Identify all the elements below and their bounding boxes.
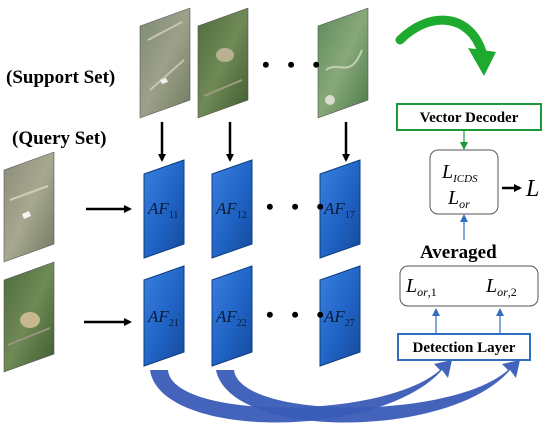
l-or-1-term: Lor,1 — [405, 275, 437, 299]
feature-map-af12: AF12 — [211, 159, 253, 259]
query-image-2 — [3, 261, 55, 373]
l-or-term: Lor — [447, 187, 470, 211]
svg-text:AF17: AF17 — [323, 199, 355, 221]
feature-row1-ellipsis: • • • — [266, 194, 330, 219]
loss-box: LICDS Lor — [429, 149, 499, 215]
feature-map-af21: AF21 — [143, 265, 185, 367]
averaged-label: Averaged — [420, 242, 497, 263]
svg-text:AF22: AF22 — [215, 307, 247, 329]
query-image-1 — [3, 151, 55, 263]
vector-decoder-box: Vector Decoder — [396, 103, 542, 131]
detection-layer-label: Detection Layer — [413, 340, 516, 356]
curve-arrow-2 — [216, 360, 520, 423]
green-curve-arrow — [395, 15, 496, 76]
feature-map-af27: AF27 — [319, 265, 361, 367]
support-set-label: (Support Set) — [6, 67, 115, 88]
feature-map-af22: AF22 — [211, 265, 253, 367]
averaged-box: Lor,1 Lor,2 — [399, 265, 539, 307]
feature-row2-ellipsis: • • • — [266, 302, 330, 327]
feature-map-af17: AF17 — [319, 159, 361, 259]
l-icds-term: LICDS — [441, 161, 478, 185]
svg-text:AF11: AF11 — [147, 199, 178, 221]
support-image-3 — [317, 7, 369, 119]
support-ellipsis: • • • — [262, 52, 326, 77]
final-loss-l: L — [525, 176, 539, 202]
support-image-1 — [139, 7, 191, 119]
svg-text:AF21: AF21 — [147, 307, 179, 329]
svg-text:AF27: AF27 — [323, 307, 355, 329]
query-set-label: (Query Set) — [12, 128, 106, 149]
vector-decoder-label: Vector Decoder — [420, 110, 519, 126]
l-or-2-term: Lor,2 — [485, 275, 517, 299]
detection-layer-box: Detection Layer — [397, 333, 531, 361]
feature-map-af11: AF11 — [143, 159, 185, 259]
svg-text:AF12: AF12 — [215, 199, 247, 221]
support-image-2 — [197, 7, 249, 119]
